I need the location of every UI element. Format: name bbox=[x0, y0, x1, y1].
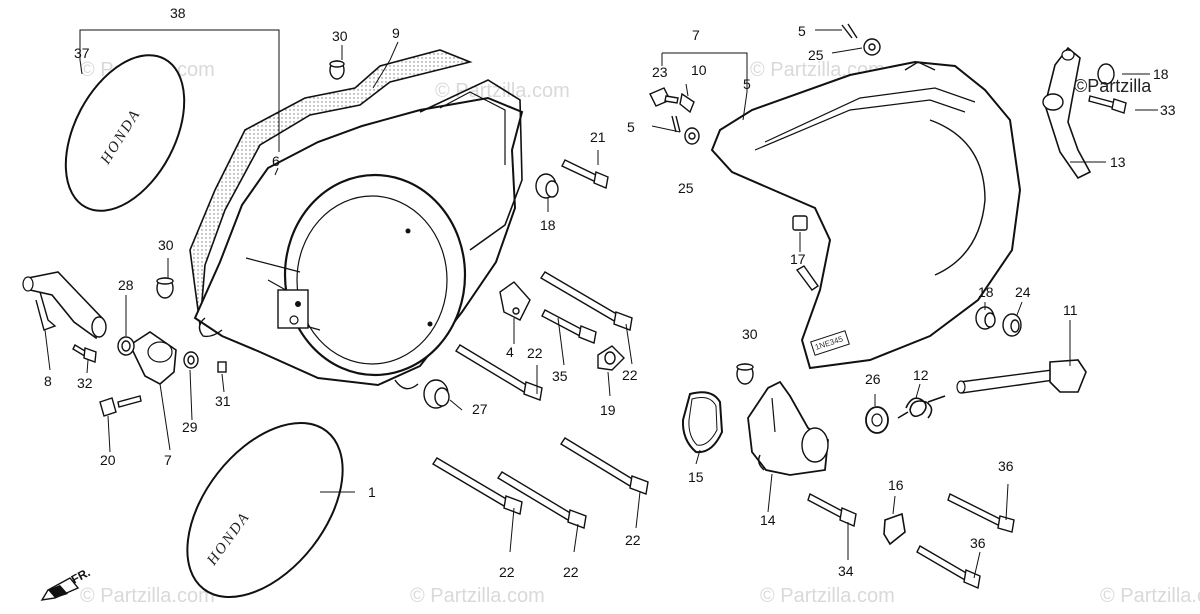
callout-9: 9 bbox=[392, 25, 400, 41]
callout-2: 5 bbox=[743, 76, 751, 92]
watermark: © Partzilla.com bbox=[1100, 585, 1200, 607]
callout-30: 30 bbox=[332, 28, 348, 44]
callout-38: 38 bbox=[170, 5, 186, 21]
callout-1: 1 bbox=[368, 484, 376, 500]
callout-15: 15 bbox=[688, 469, 704, 485]
callout-17: 17 bbox=[790, 251, 806, 267]
callout-11: 11 bbox=[1063, 302, 1078, 318]
callout-5b: 5 bbox=[627, 119, 635, 135]
callout-32: 32 bbox=[77, 375, 93, 391]
callout-33: 33 bbox=[1160, 102, 1176, 118]
callout-23: 23 bbox=[652, 64, 668, 80]
callout-22e: 22 bbox=[563, 564, 579, 580]
callout-36: 36 bbox=[998, 458, 1014, 474]
callout-20: 20 bbox=[100, 452, 116, 468]
callout-28: 28 bbox=[118, 277, 134, 293]
callout-labels: 1 5 7 4 5 5 6 7 8 9 10 11 12 13 14 15 16… bbox=[44, 5, 1176, 580]
emblem-cover-lower: HONDA bbox=[186, 421, 344, 599]
callout-13: 13 bbox=[1110, 154, 1126, 170]
callout-5: 5 bbox=[798, 23, 806, 39]
crankcase-cover bbox=[193, 79, 524, 390]
return-spring bbox=[897, 395, 946, 419]
callout-18b: 18 bbox=[978, 284, 994, 300]
callout-8: 8 bbox=[44, 373, 52, 389]
callout-37: 37 bbox=[74, 45, 90, 61]
callout-31: 31 bbox=[215, 393, 231, 409]
watermark: © Partzilla.com bbox=[760, 585, 895, 607]
lever bbox=[1042, 46, 1092, 180]
callout-18: 18 bbox=[540, 217, 556, 233]
bracket bbox=[128, 331, 177, 385]
callout-16: 16 bbox=[888, 477, 904, 493]
callout-10: 10 bbox=[691, 62, 707, 78]
callout-7: 7 bbox=[164, 452, 172, 468]
callout-14: 14 bbox=[760, 512, 776, 528]
callout-6: 6 bbox=[272, 153, 280, 169]
leader-lines bbox=[44, 29, 1158, 579]
callout-22b: 22 bbox=[622, 367, 638, 383]
callout-22c: 22 bbox=[625, 532, 641, 548]
callout-19: 19 bbox=[600, 402, 616, 418]
callout-26: 26 bbox=[865, 371, 881, 387]
callout-35: 35 bbox=[552, 368, 568, 384]
o-ring bbox=[681, 391, 724, 454]
callout-34: 34 bbox=[838, 563, 854, 579]
callout-25b: 25 bbox=[678, 180, 694, 196]
emblem-cover-upper: HONDA bbox=[64, 54, 186, 212]
watermark: © Partzilla.com bbox=[410, 585, 545, 607]
small-parts bbox=[117, 23, 1115, 409]
callout-3: 7 bbox=[692, 27, 700, 43]
callout-27: 27 bbox=[472, 401, 488, 417]
gasket bbox=[189, 49, 473, 326]
washer bbox=[865, 406, 889, 434]
callout-21: 21 bbox=[590, 129, 606, 145]
callout-4: 4 bbox=[506, 344, 514, 360]
callout-24: 24 bbox=[1015, 284, 1031, 300]
callout-36b: 36 bbox=[970, 535, 986, 551]
callout-18c: 18 bbox=[1153, 66, 1169, 82]
callout-12: 12 bbox=[913, 367, 929, 383]
callout-30c: 30 bbox=[742, 326, 758, 342]
watermark: © Partzilla.com bbox=[80, 585, 215, 607]
callout-30b: 30 bbox=[158, 237, 174, 253]
callout-29: 29 bbox=[182, 419, 198, 435]
clip bbox=[883, 512, 906, 546]
watermark: © Partzilla.com bbox=[435, 80, 570, 102]
water-pipe bbox=[22, 271, 107, 340]
bolt-group bbox=[72, 87, 1127, 589]
callout-22d: 22 bbox=[499, 564, 515, 580]
slave-cylinder bbox=[747, 380, 829, 476]
partzilla-credit: ©Partzilla bbox=[1074, 76, 1152, 96]
rear-cover: 1NE345 bbox=[710, 60, 1022, 370]
callout-22: 22 bbox=[527, 345, 543, 361]
callout-25: 25 bbox=[808, 47, 824, 63]
shift-shaft bbox=[956, 359, 1087, 394]
